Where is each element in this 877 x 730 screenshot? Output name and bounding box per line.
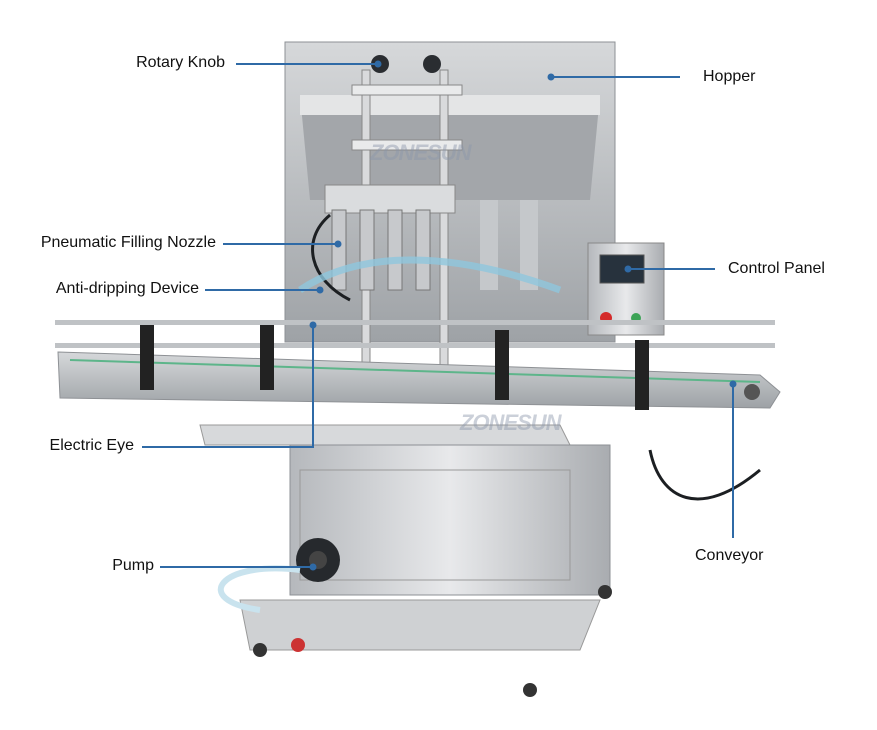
label-pneumatic-filling-nozzle: Pneumatic Filling Nozzle (40, 234, 216, 251)
label-hopper: Hopper (703, 68, 756, 85)
label-rotary-knob: Rotary Knob (136, 54, 225, 71)
label-pump: Pump (112, 557, 154, 574)
label-conveyor: Conveyor (695, 547, 764, 564)
callout-dots (309, 60, 737, 571)
label-anti-dripping-device: Anti-dripping Device (55, 280, 199, 297)
callout-lines (142, 63, 734, 568)
watermark: ZONESUN (370, 140, 472, 165)
label-electric-eye: Electric Eye (49, 437, 134, 454)
watermark: ZONESUN (460, 410, 562, 435)
label-control-panel: Control Panel (728, 260, 825, 277)
